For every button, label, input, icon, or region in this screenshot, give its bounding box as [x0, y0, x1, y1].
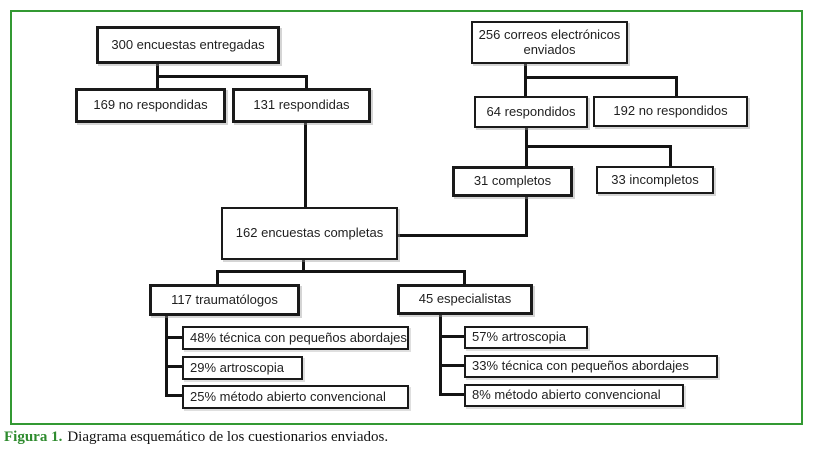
connector-complete-branch-bar: [525, 145, 672, 148]
node-trauma-arthroscopy-pct: 29% artroscopia: [182, 356, 303, 380]
node-trauma-small-approach-pct: 48% técnica con pequeños abordajes: [182, 326, 409, 350]
connector-spec-leaf-tick-1: [439, 335, 465, 338]
connector-traumatologists-drop: [216, 270, 219, 285]
node-emails-complete: 31 completos: [452, 166, 573, 197]
node-traumatologists: 117 traumatólogos: [149, 284, 300, 316]
node-emails-sent: 256 correos electrónicos enviados: [471, 21, 628, 64]
connector-complete-to-total-elbow: [398, 234, 528, 237]
figure-caption-label: Figura 1.: [4, 429, 63, 445]
figure-caption: Figura 1.Diagrama esquemático de los cue…: [4, 429, 388, 446]
node-spec-open-method-pct: 8% método abierto convencional: [464, 384, 684, 407]
connector-spec-leaf-stem: [439, 314, 442, 396]
connector-total-stem: [302, 259, 305, 272]
node-spec-small-approach-pct: 33% técnica con pequeños abordajes: [464, 355, 718, 378]
connector-trauma-leaf-tick-1: [165, 336, 183, 339]
connector-spec-leaf-tick-3: [439, 393, 465, 396]
node-surveys-answered: 131 respondidas: [232, 88, 371, 123]
connector-complete-stem: [525, 196, 528, 237]
node-surveys-delivered: 300 encuestas entregadas: [96, 26, 280, 64]
node-emails-not-answered: 192 no respondidos: [593, 96, 748, 127]
connector-total-branch-bar: [216, 270, 466, 273]
connector-emails-not-answered-drop: [675, 76, 678, 97]
figure-caption-text: Diagrama esquemático de los cuestionario…: [67, 429, 389, 445]
node-emails-incomplete: 33 incompletos: [596, 166, 714, 194]
node-total-complete-surveys: 162 encuestas completas: [221, 207, 398, 260]
connector-trauma-leaf-stem: [165, 315, 168, 397]
connector-specialists-drop: [463, 270, 466, 285]
connector-trauma-leaf-tick-2: [165, 365, 183, 368]
connector-surveys-branch-bar: [156, 75, 308, 78]
connector-emails-branch-bar: [524, 76, 678, 79]
node-emails-answered: 64 respondidos: [474, 96, 588, 128]
connector-emails-stem: [524, 62, 527, 97]
connector-trauma-leaf-tick-3: [165, 394, 183, 397]
node-specialists: 45 especialistas: [397, 284, 533, 315]
node-surveys-not-answered: 169 no respondidas: [75, 88, 226, 123]
connector-incomplete-drop: [669, 145, 672, 167]
connector-answered-to-total: [304, 122, 307, 208]
node-spec-arthroscopy-pct: 57% artroscopia: [464, 326, 588, 349]
connector-spec-leaf-tick-2: [439, 364, 465, 367]
connector-surveys-answered-drop: [305, 75, 308, 89]
node-trauma-open-method-pct: 25% método abierto convencional: [182, 385, 409, 409]
